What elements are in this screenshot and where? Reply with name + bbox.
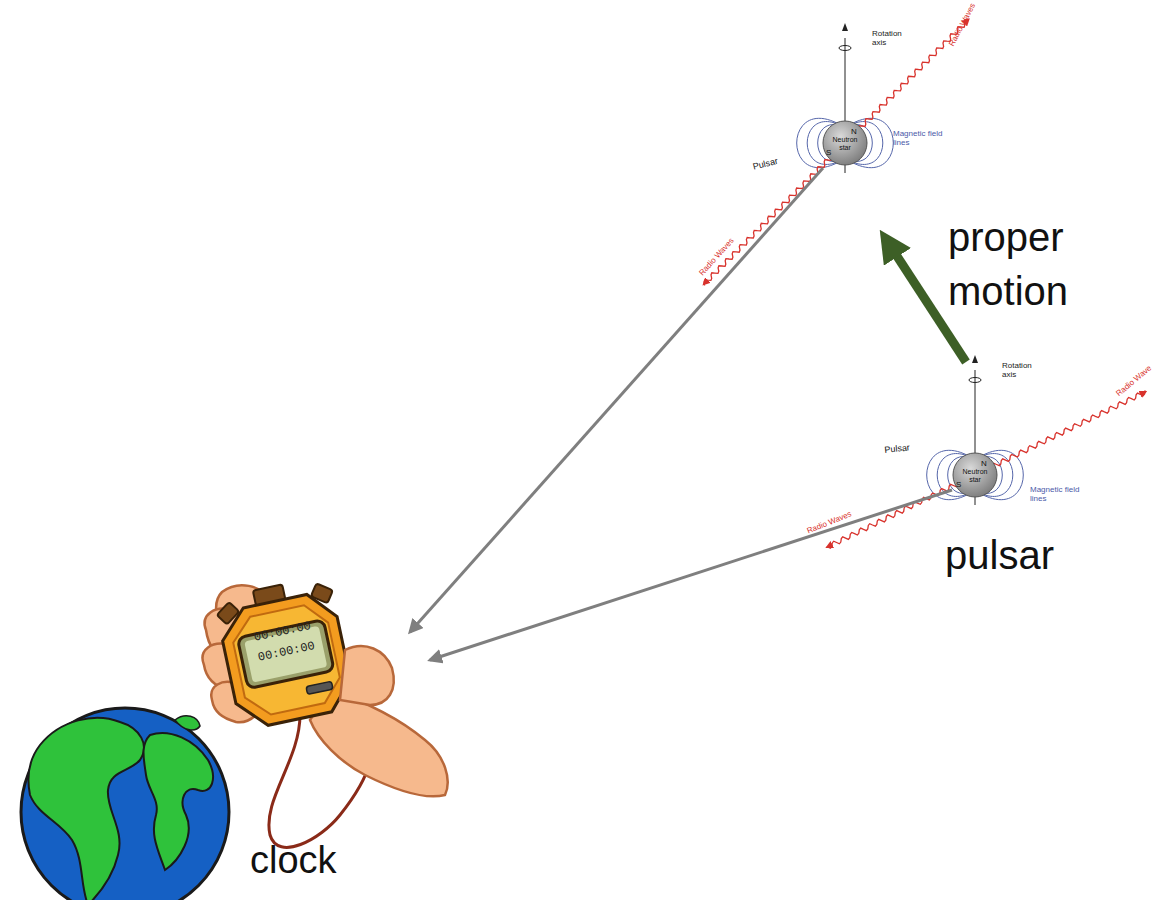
rotation-curl: [839, 46, 851, 51]
axis-label: Rotation axis: [872, 30, 910, 48]
pole-label: N: [981, 460, 987, 469]
axis-head: [972, 355, 978, 363]
wave-label: Radio Wave: [1115, 364, 1154, 399]
field-label: Magnetic field lines: [893, 130, 945, 148]
pole-label: S: [826, 149, 831, 158]
pulsar-tag: Pulsar: [884, 443, 910, 456]
radio-wave-head: [827, 546, 829, 548]
rotation-curl: [969, 378, 981, 383]
axis-head: [842, 23, 848, 31]
field-label: Magnetic field lines: [1030, 486, 1082, 504]
pulsar-figure: [827, 355, 1146, 548]
radio-wave: [988, 390, 1146, 470]
neutron-star: [823, 121, 867, 165]
signal-arrow: [430, 490, 952, 660]
clock-label: clock: [250, 835, 337, 886]
axis-label: Rotation axis: [1002, 362, 1040, 380]
pole-label: S: [956, 481, 961, 490]
signal-arrow: [410, 168, 823, 632]
pulsar-label: pulsar: [945, 528, 1054, 582]
star-label: Neutron star: [829, 136, 861, 151]
star-label: Neutron star: [959, 468, 991, 483]
earth: [21, 708, 229, 900]
motion-label: proper motion: [948, 210, 1138, 318]
radio-wave-head: [704, 283, 705, 284]
pole-label: N: [851, 128, 857, 137]
pulsar-tag: Pulsar: [752, 157, 779, 173]
thumb: [340, 646, 394, 705]
wave-label: Radio Waves: [948, 2, 978, 48]
pulsar-figure: [704, 19, 969, 285]
radio-wave-head: [1144, 391, 1146, 393]
pulsar-illustrations: [704, 19, 1146, 548]
radio-wave: [704, 153, 835, 286]
hand: [203, 585, 448, 796]
stopwatch: [213, 574, 357, 731]
neutron-star: [953, 453, 997, 497]
